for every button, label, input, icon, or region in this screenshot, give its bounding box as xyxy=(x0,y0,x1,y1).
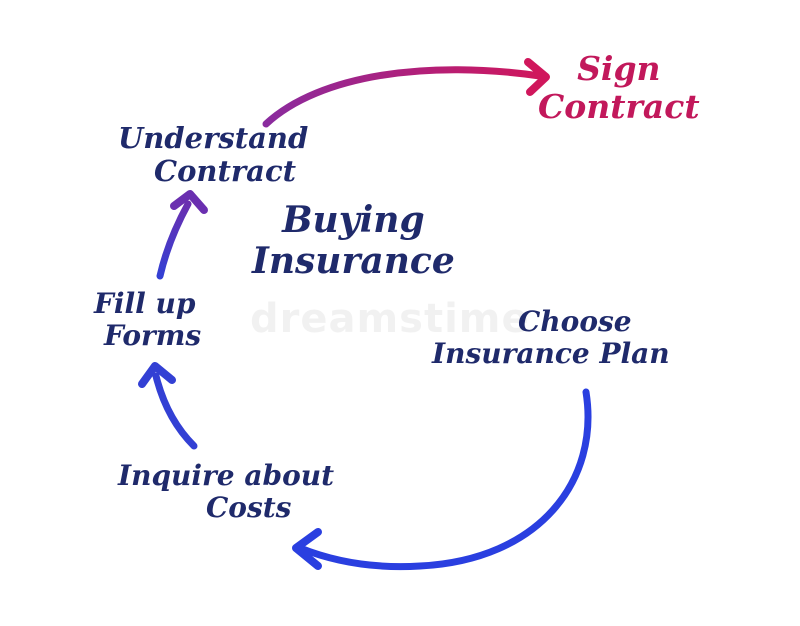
arrowhead-understand xyxy=(170,190,208,214)
step-fill-line1: Fill up xyxy=(94,287,196,320)
arrowhead-inquire xyxy=(292,528,322,570)
step-sign-line2: Contract xyxy=(538,86,700,126)
step-inquire-line1: Inquire about xyxy=(118,459,335,492)
arrow-inquire-to-fill xyxy=(152,372,198,450)
step-choose-plan: Choose Insurance Plan xyxy=(432,305,670,371)
step-inquire-line2: Costs xyxy=(206,491,292,525)
center-title-line1: Buying xyxy=(282,199,425,241)
watermark-text: dreamstime xyxy=(250,296,530,342)
arrow-understand-to-sign xyxy=(262,66,544,128)
step-sign-contract: Sign Contract xyxy=(538,50,700,126)
arrowhead-sign xyxy=(524,58,550,96)
center-title: Buying Insurance xyxy=(252,199,455,283)
arrow-choose-to-inquire xyxy=(296,388,592,571)
step-sign-line1: Sign xyxy=(577,49,661,88)
step-understand-line2: Contract xyxy=(154,154,297,189)
step-inquire-costs: Inquire about Costs xyxy=(118,459,335,525)
step-understand-line1: Understand xyxy=(118,121,309,155)
arrowhead-fill xyxy=(138,362,176,388)
step-choose-line2: Insurance Plan xyxy=(432,337,670,371)
center-title-line2: Insurance xyxy=(252,240,455,283)
step-understand-contract: Understand Contract xyxy=(118,121,309,189)
step-fill-up-forms: Fill up Forms xyxy=(94,287,202,353)
arrow-fill-to-understand xyxy=(156,200,192,280)
step-fill-line2: Forms xyxy=(104,319,202,353)
step-choose-line1: Choose xyxy=(518,305,632,338)
